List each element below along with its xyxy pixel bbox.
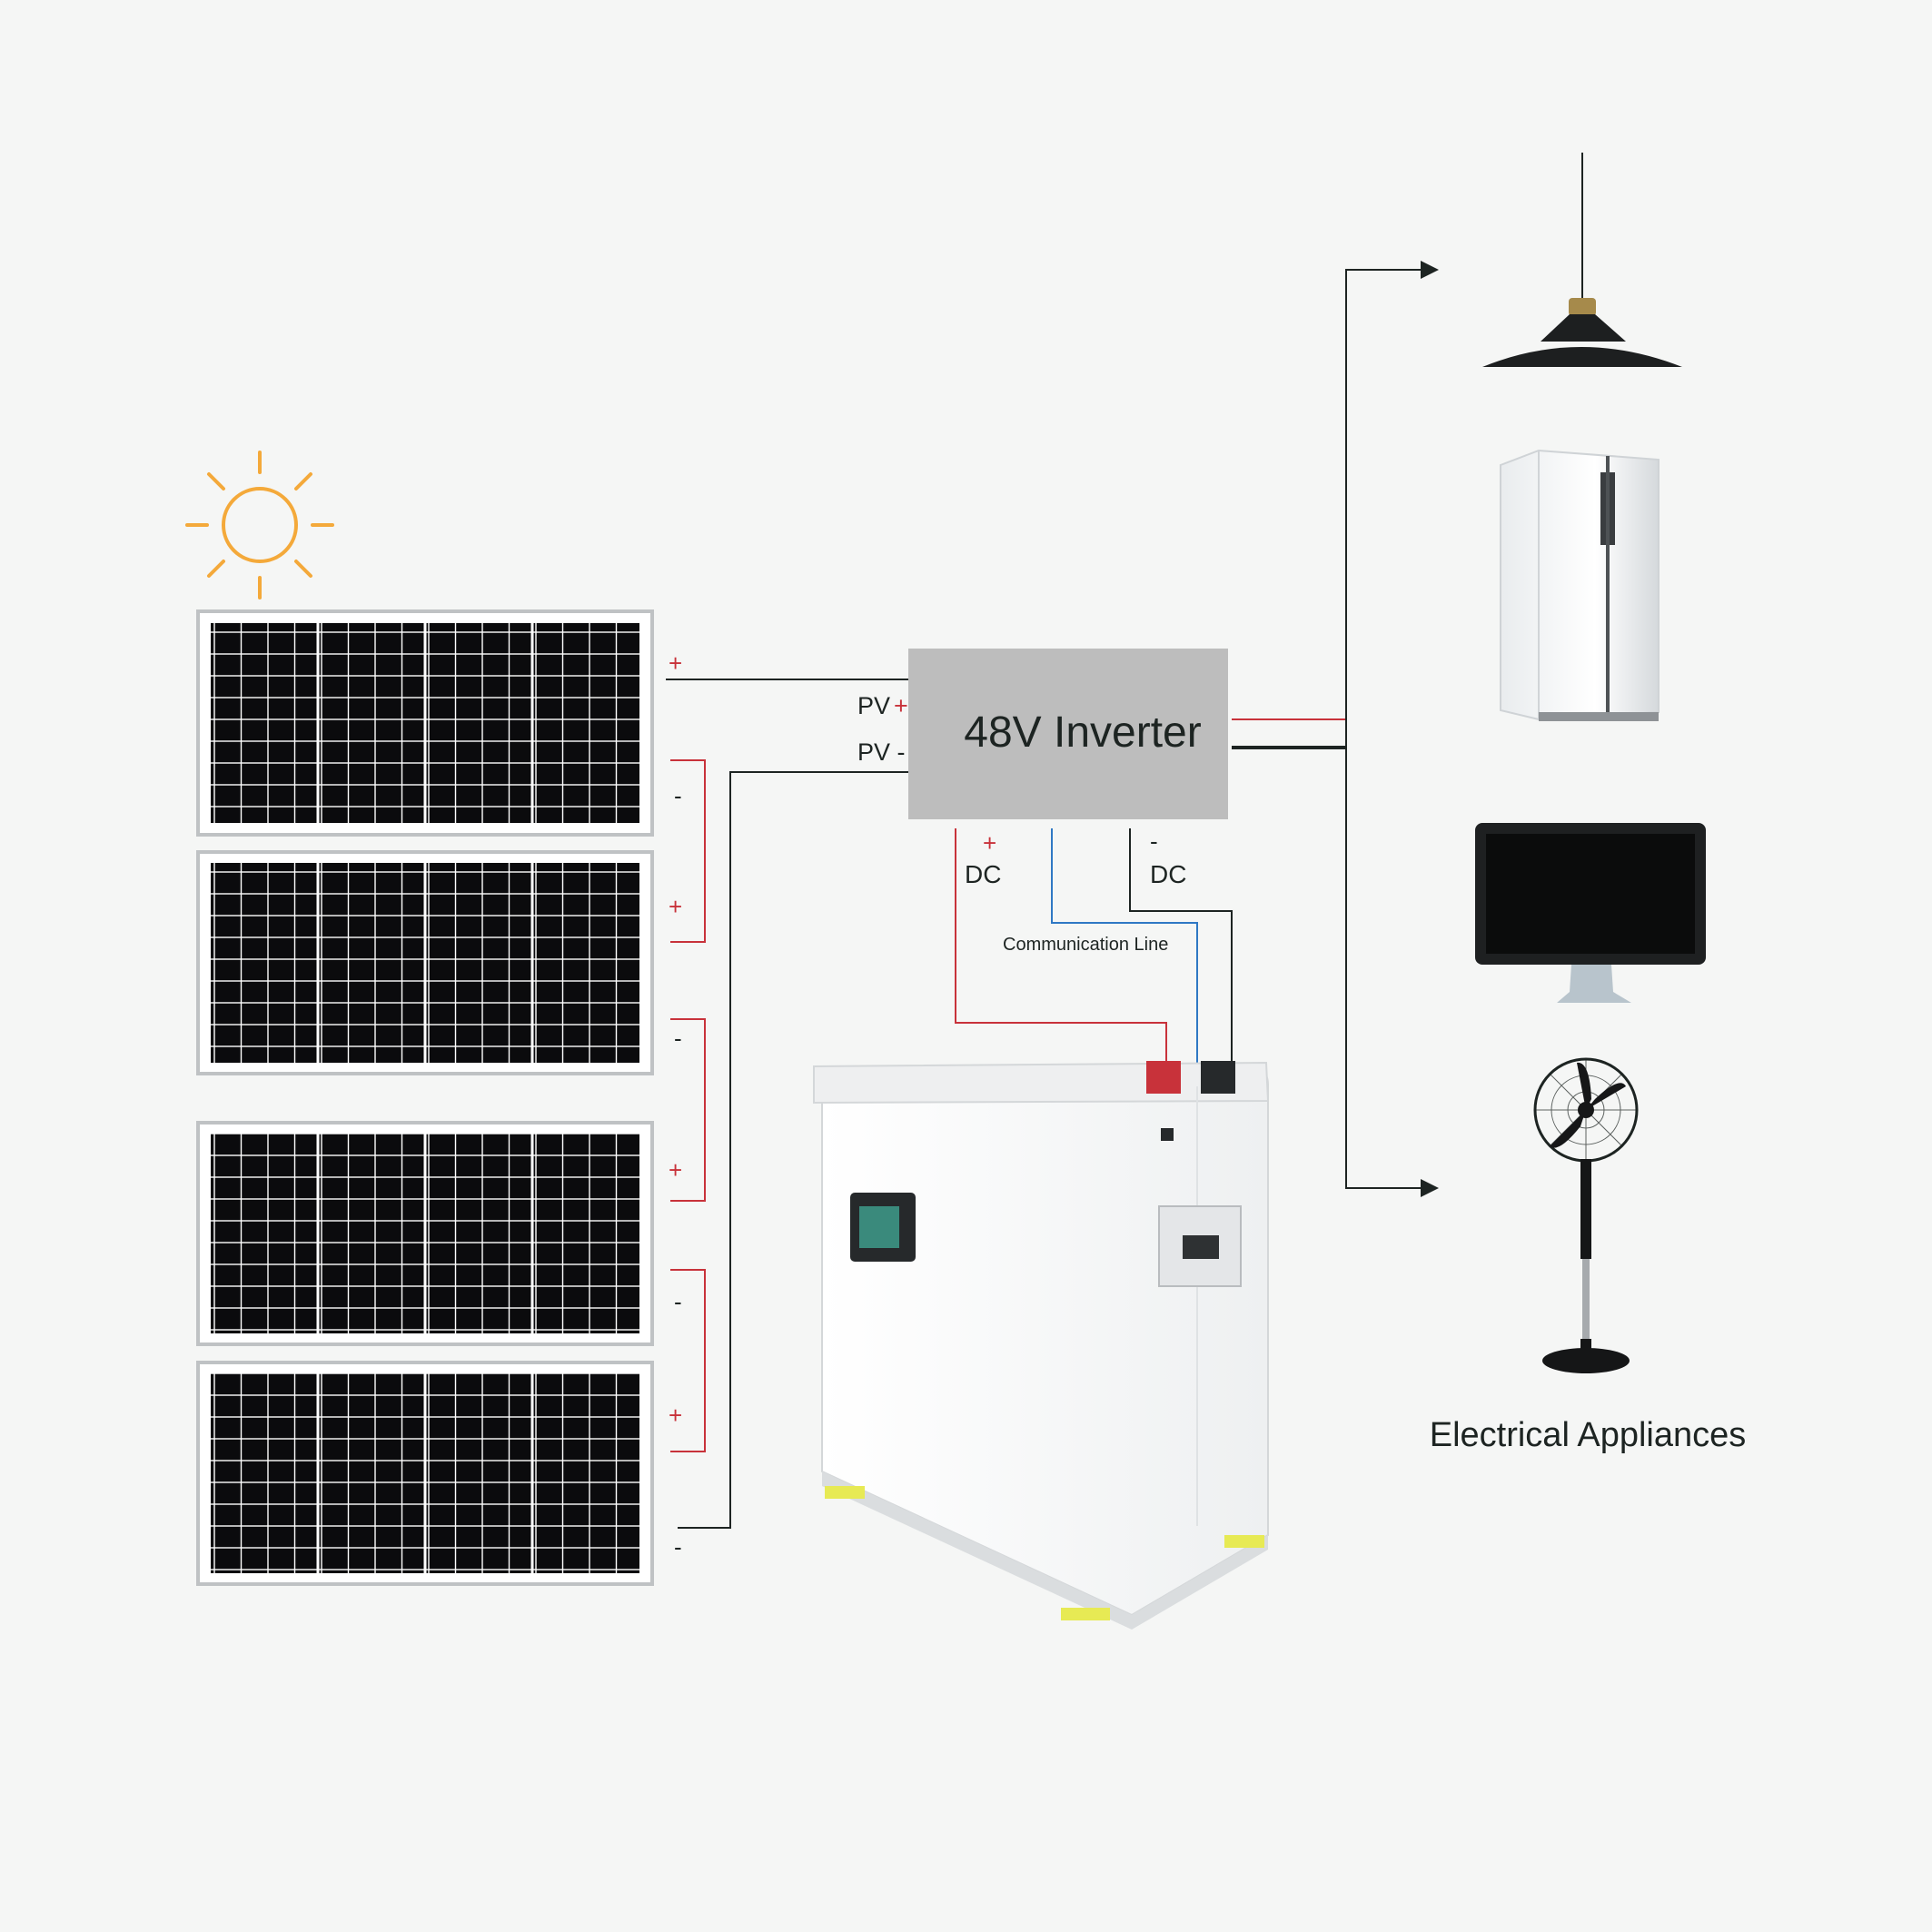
pv-plus-sign: + [894, 692, 908, 719]
panel-1-minus-sign: - [674, 782, 682, 809]
battery-icon [813, 1061, 1270, 1630]
ac-output-wiring [1232, 261, 1439, 1197]
solar-panel-icon [196, 1121, 654, 1346]
dc-plus-sign: + [983, 829, 996, 857]
panel-series-wiring [670, 759, 706, 1452]
inverter-box [908, 649, 1228, 819]
inverter-title: 48V Inverter [964, 708, 1201, 757]
pv-wiring [666, 679, 908, 1529]
pendant-lamp-icon [1482, 153, 1682, 367]
panel-2-minus-sign: - [674, 1025, 682, 1052]
panel-3-minus-sign: - [674, 1288, 682, 1315]
pv-plus-label: PV [857, 692, 890, 719]
panel-2-plus-sign: + [669, 893, 682, 920]
dc-minus-sign: - [1150, 827, 1158, 855]
dc-plus-label: DC [965, 860, 1001, 888]
solar-panel-icon [196, 1361, 654, 1586]
panel-4-plus-sign: + [669, 1402, 682, 1429]
fan-icon [1533, 1057, 1639, 1373]
appliances-label: Electrical Appliances [1430, 1416, 1747, 1454]
refrigerator-icon [1500, 449, 1660, 721]
panel-3-plus-sign: + [669, 1156, 682, 1184]
monitor-icon [1475, 823, 1706, 1003]
solar-panel-icon [196, 609, 654, 837]
pv-minus-label: PV - [857, 738, 906, 766]
dc-minus-label: DC [1150, 860, 1186, 888]
panel-4-minus-sign: - [674, 1533, 682, 1560]
solar-panel-icon [196, 850, 654, 1075]
sun-icon [185, 451, 334, 599]
communication-line-label: Communication Line [1003, 935, 1168, 955]
panel-1-plus-sign: + [669, 649, 682, 677]
